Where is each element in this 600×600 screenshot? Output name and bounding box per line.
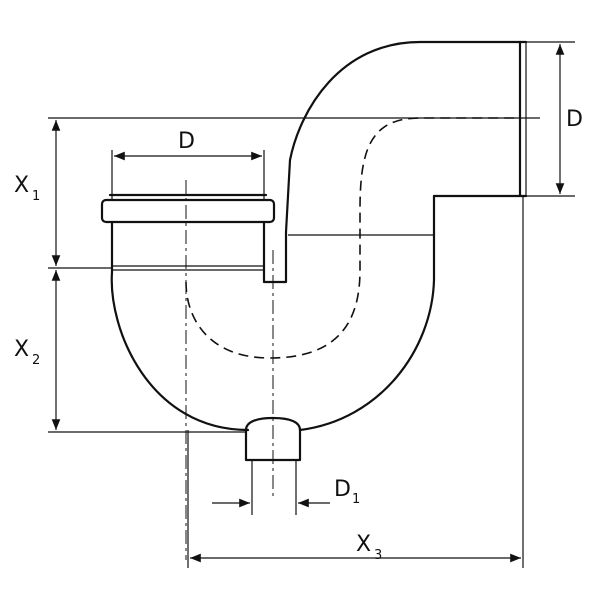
dimension-lines: [51, 43, 565, 563]
inlet-inner-tube: [262, 40, 522, 284]
label-x3-sub: 3: [374, 548, 382, 563]
inner-bore-hidden: [185, 117, 518, 359]
u-bend-outer: [110, 194, 436, 432]
label-d1: D: [334, 477, 351, 502]
inlet-socket-collar: [100, 198, 276, 224]
cleanout-cap: [244, 416, 302, 462]
label-x3: X: [356, 532, 371, 557]
label-x2-sub: 2: [32, 353, 40, 368]
label-d1-sub: 1: [352, 492, 360, 507]
center-lines: [185, 180, 434, 560]
label-d-top: D: [178, 129, 195, 154]
label-d-right: D: [566, 107, 583, 132]
inlet-socket-body: [110, 220, 266, 274]
label-x1: X: [14, 173, 29, 198]
trap-outline: [100, 40, 528, 462]
dimension-labels: D D X 1 X 2 X 3 D 1: [14, 107, 583, 563]
label-x1-sub: 1: [32, 189, 40, 204]
label-x2: X: [14, 337, 29, 362]
extension-lines: [48, 41, 575, 568]
outlet-pipe: [432, 40, 522, 198]
